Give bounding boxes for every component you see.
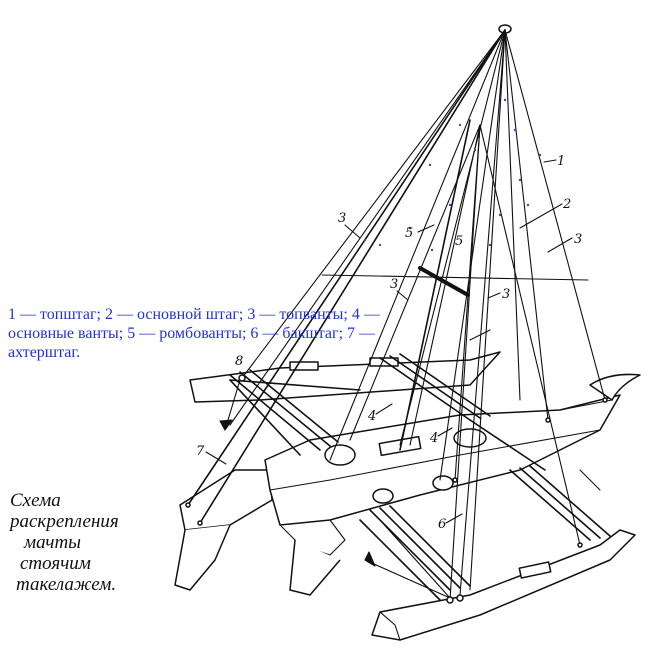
right-float — [371, 529, 636, 641]
caption-line-4: стоячим — [20, 553, 91, 574]
caption-line-2: раскрепления — [10, 511, 119, 532]
rear-float — [189, 351, 501, 403]
sail-dots — [363, 98, 542, 252]
callout-3c: 3 — [390, 277, 398, 292]
caption-line-5: такелажем. — [16, 574, 117, 595]
callout-3b: 3 — [338, 211, 346, 226]
callout-5a: 5 — [405, 226, 413, 241]
callout-4b: 4 — [429, 431, 438, 446]
left-float — [174, 469, 273, 591]
callout-4a: 4 — [367, 409, 376, 424]
callout-6: 6 — [438, 517, 446, 532]
legend-line-1: 1 — топштаг; 2 — основной штаг; 3 — топв… — [8, 306, 380, 323]
callout-2: 2 — [562, 197, 571, 212]
legend-line-3: ахтерштаг. — [8, 344, 81, 361]
callout-5b: 5 — [455, 234, 463, 249]
fittings — [185, 374, 608, 604]
legend: 1 — топштаг; 2 — основной штаг; 3 — топв… — [8, 305, 508, 362]
rigging-lines — [187, 24, 606, 601]
callout-3a: 3 — [574, 232, 582, 247]
callouts: 1 2 3 3 3 3 5 5 4 4 6 7 8 — [196, 154, 582, 532]
callout-3d: 3 — [502, 287, 510, 302]
caption-line-1: Схема — [10, 490, 61, 511]
callout-8: 8 — [235, 354, 243, 369]
caption: Схема раскрепления мачты стоячим такелаж… — [10, 490, 160, 595]
legend-line-2: основные ванты; 5 — ромбованты; 6 — бакш… — [8, 325, 376, 342]
spreaders — [321, 119, 589, 451]
callout-1: 1 — [557, 154, 565, 169]
caption-line-3: мачты — [24, 532, 82, 553]
callout-7: 7 — [196, 444, 205, 459]
